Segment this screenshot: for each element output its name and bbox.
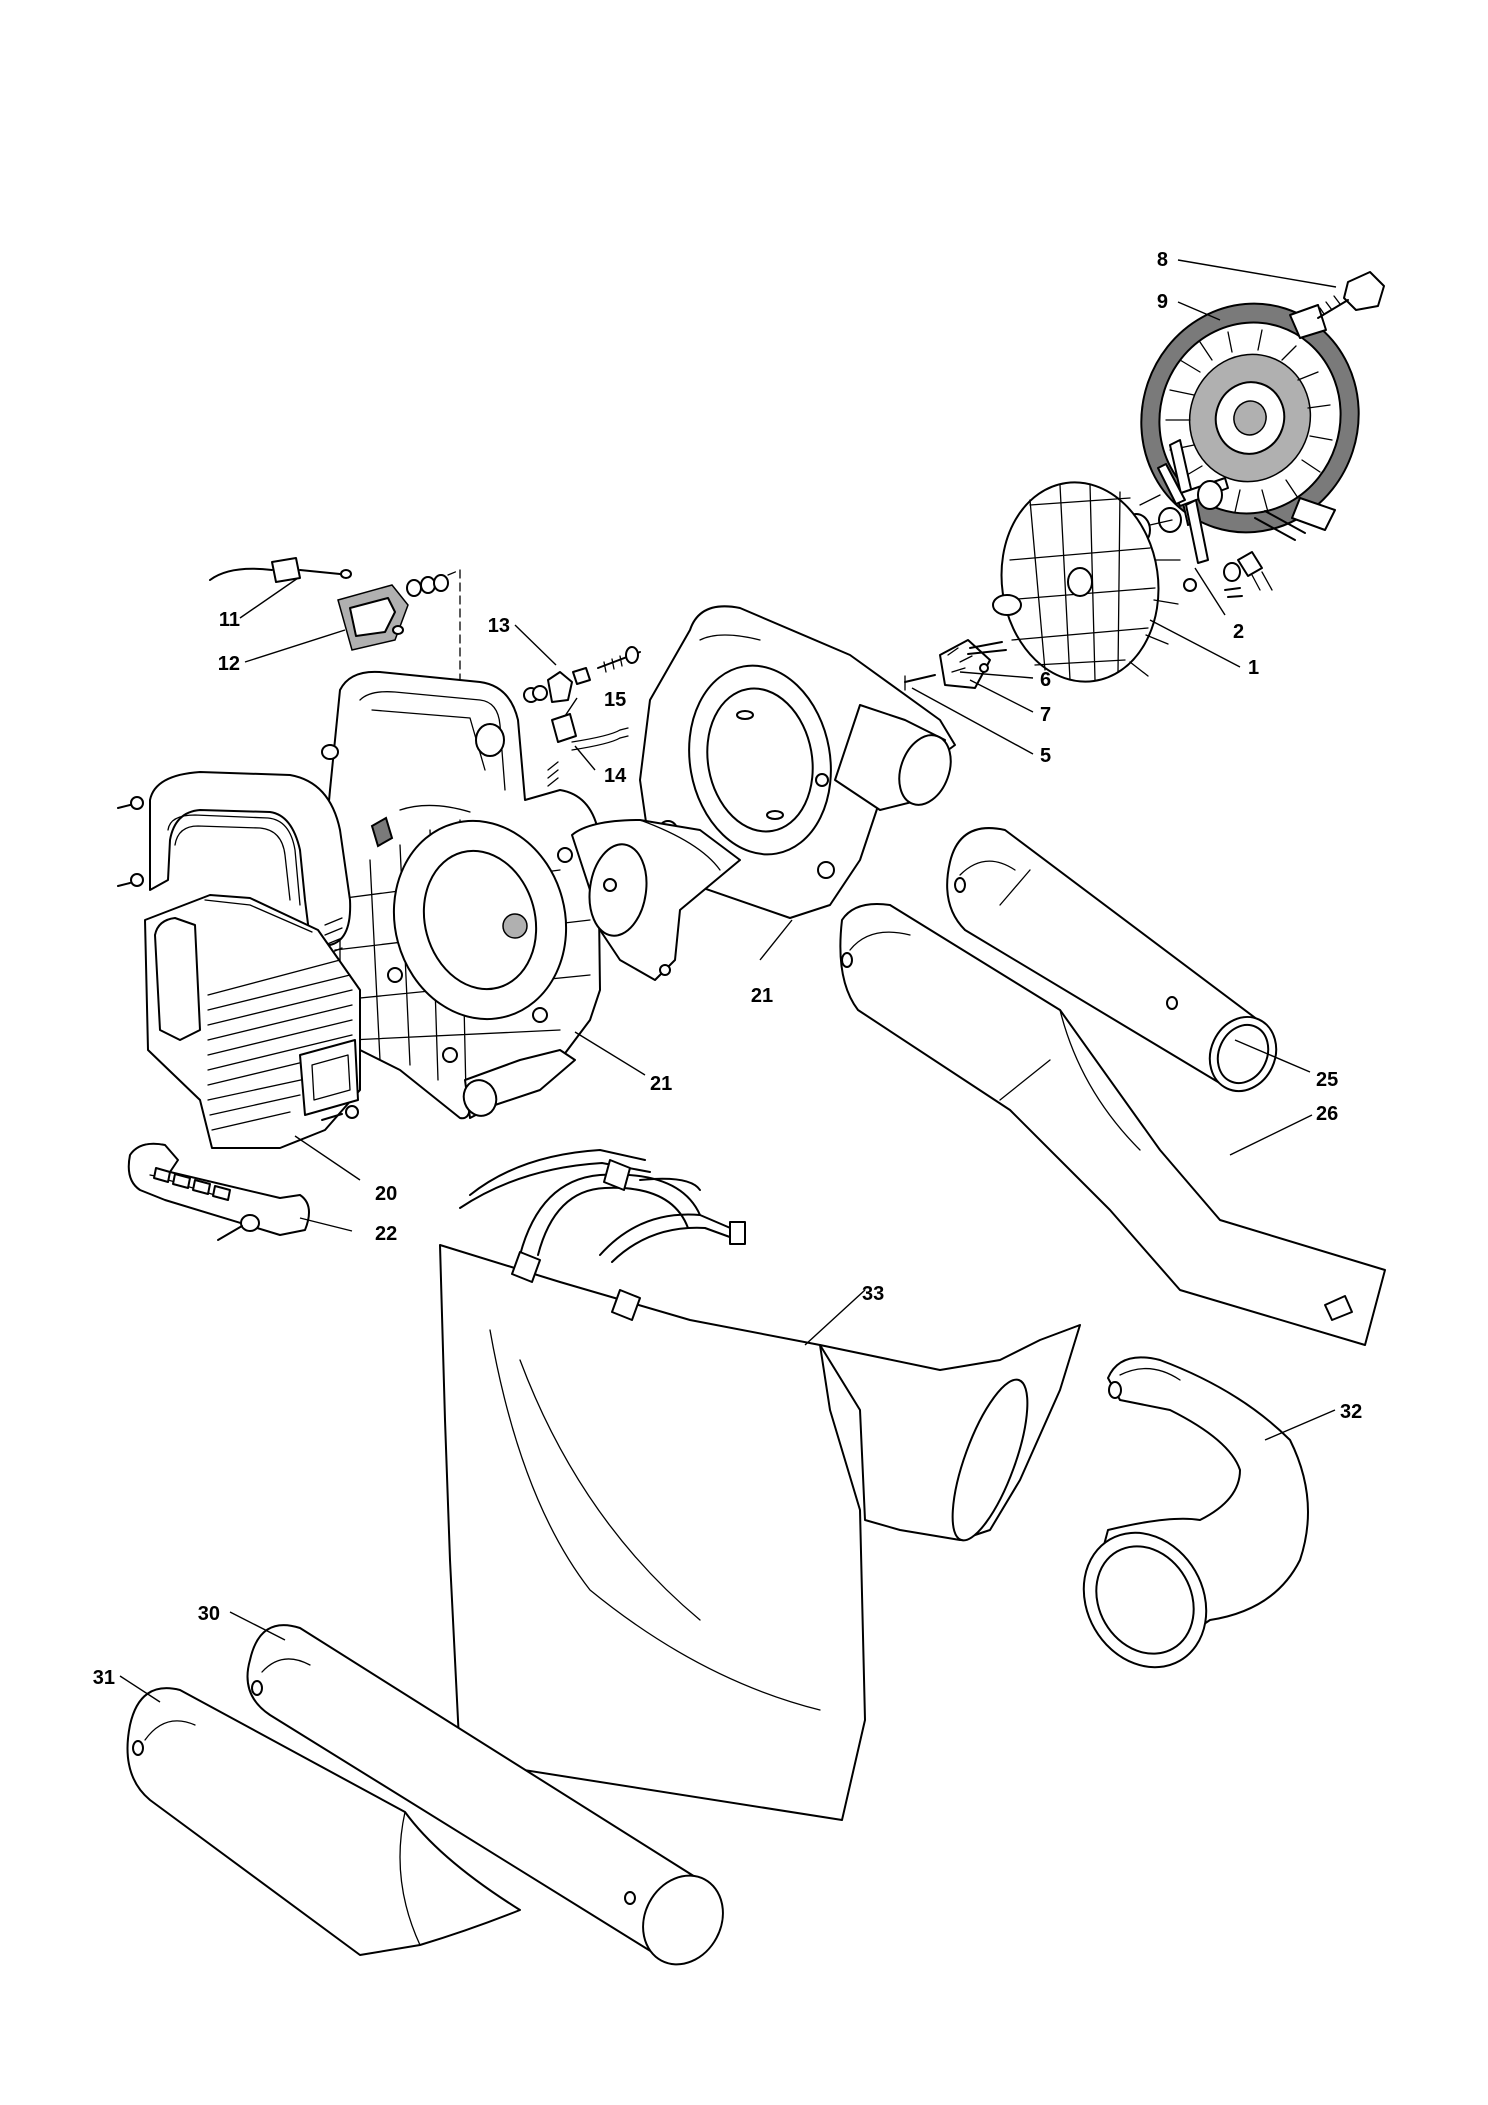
- label-15: 15: [604, 689, 626, 711]
- label-9: 9: [1157, 291, 1168, 313]
- label-13: 13: [488, 615, 510, 637]
- label-33: 33: [862, 1283, 884, 1305]
- label-25: 25: [1316, 1069, 1338, 1091]
- label-5: 5: [1040, 745, 1051, 767]
- handle-part: [117, 771, 352, 956]
- label-22: 22: [375, 1223, 397, 1245]
- collection-bag-part: [439, 1149, 1081, 1821]
- label-20: 20: [375, 1183, 397, 1205]
- starter-cover-part: [1140, 302, 1360, 534]
- label-8: 8: [1157, 249, 1168, 271]
- label-7: 7: [1040, 704, 1051, 726]
- blow-tube-25-part: [946, 827, 1278, 1092]
- leader-lines: [119, 259, 1337, 1703]
- switch-assembly-part: [523, 646, 641, 787]
- label-2: 2: [1233, 621, 1244, 643]
- label-11: 11: [219, 609, 240, 631]
- label-21b: 21: [650, 1073, 672, 1095]
- label-1: 1: [1248, 657, 1259, 679]
- label-31: 31: [93, 1667, 115, 1689]
- label-14: 14: [604, 765, 627, 787]
- label-26: 26: [1316, 1103, 1338, 1125]
- part-labels: 8 9 2 1 6 7 5 11 12 13 15 14 21 21 20 22…: [93, 249, 1363, 1689]
- label-32: 32: [1340, 1401, 1362, 1423]
- label-12: 12: [218, 653, 240, 675]
- housing-foot-part: [462, 1049, 576, 1119]
- housing-outlet-part: [571, 819, 741, 981]
- blower-housing-right-part: [639, 605, 956, 919]
- throttle-cable-part: [209, 557, 352, 583]
- throttle-lever-part: [337, 569, 461, 721]
- suction-tube-30-part: [246, 1624, 724, 1966]
- nozzle-tube-26-part: [839, 903, 1386, 1346]
- label-30: 30: [198, 1603, 220, 1625]
- engine-block-part: [144, 894, 361, 1149]
- ignition-module-part: [904, 639, 1007, 691]
- fan-guard-part: [992, 481, 1181, 683]
- suction-tube-31-part: [126, 1687, 521, 1956]
- elbow-tube-32-part: [1082, 1356, 1309, 1669]
- label-21a: 21: [751, 985, 773, 1007]
- label-6: 6: [1040, 669, 1051, 691]
- knob-bolt-part: [1317, 271, 1385, 319]
- lower-handle-part: [127, 1142, 310, 1241]
- blower-housing-left-part: [319, 670, 601, 1120]
